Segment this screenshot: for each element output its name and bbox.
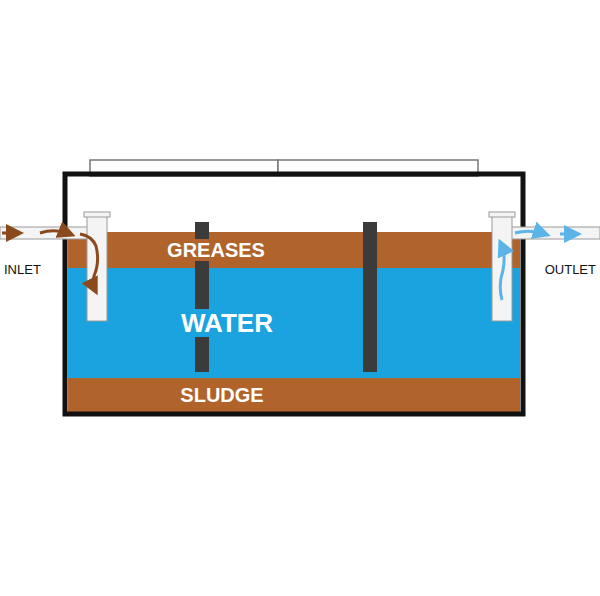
outlet-pipe — [510, 227, 600, 239]
layer-label: WATER — [178, 309, 276, 338]
outlet-label: OUTLET — [545, 262, 596, 277]
layer-band: GREASES — [68, 232, 520, 268]
layer-band: SLUDGE — [68, 378, 520, 412]
layer-label: SLUDGE — [177, 384, 266, 406]
tank-wall — [65, 174, 523, 414]
baffle — [363, 222, 377, 372]
flow-arrow — [560, 233, 576, 236]
outlet-tee — [492, 213, 512, 321]
flow-arrow — [80, 234, 98, 290]
inlet-pipe — [0, 227, 90, 239]
inlet-cap — [84, 212, 110, 217]
layer-label: GREASES — [164, 239, 268, 261]
flow-arrow — [500, 244, 504, 300]
flow-arrow — [515, 231, 545, 234]
flow-arrow — [2, 232, 18, 235]
inlet-label: INLET — [4, 262, 41, 277]
flow-arrow — [40, 231, 70, 234]
baffle — [195, 222, 209, 372]
outlet-cap — [489, 212, 515, 217]
layer-band: WATER — [68, 268, 520, 378]
